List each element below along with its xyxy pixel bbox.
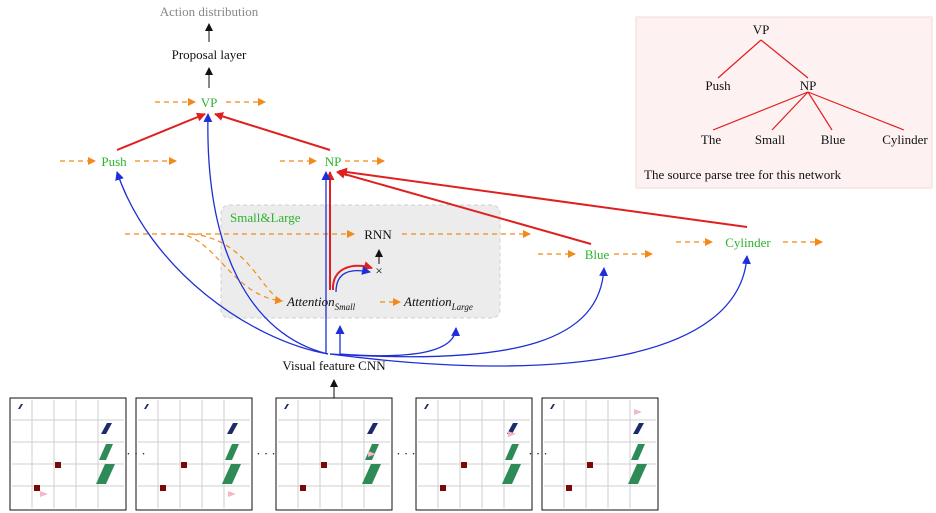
tree-edge-vp-np xyxy=(760,39,809,79)
attention-large-subscript: Large xyxy=(451,302,473,312)
tree-leaf-blue: Blue xyxy=(821,132,846,147)
maroon-cube xyxy=(181,462,187,468)
rnn-label: RNN xyxy=(364,227,392,242)
green-cylinder-large xyxy=(628,464,647,484)
green-cylinder xyxy=(225,444,239,460)
agent-marker xyxy=(228,491,236,497)
tree-edge-np-cylinder xyxy=(807,91,905,131)
maroon-cube xyxy=(55,462,61,468)
tree-edge-np-blue xyxy=(807,91,833,131)
small-large-label: Small&Large xyxy=(230,210,301,225)
green-cylinder-large xyxy=(222,464,241,484)
parse-tree-caption: The source parse tree for this network xyxy=(644,167,842,182)
arrow-cnn-to-attention-large xyxy=(339,327,461,357)
parse-tree-background xyxy=(635,16,933,189)
vp-node-label: VP xyxy=(201,95,218,110)
flow-into-attention-small-a xyxy=(177,233,283,305)
cylinder-node-label: Cylinder xyxy=(725,235,771,250)
maroon-cube-small xyxy=(160,485,166,491)
attention-small-node: AttentionSmall xyxy=(286,294,356,312)
orange-flow-lines xyxy=(60,98,823,306)
tree-leaf-cylinder: Cylinder xyxy=(882,132,928,147)
attention-small-subscript: Small xyxy=(335,302,356,312)
green-cylinder-large xyxy=(96,464,115,484)
tree-root-label: VP xyxy=(753,22,770,37)
grid-frame xyxy=(541,397,659,511)
green-cylinder xyxy=(631,444,645,460)
navy-cylinder xyxy=(633,423,644,434)
grid-frame xyxy=(415,397,533,511)
arrow-blue-to-np xyxy=(336,169,592,245)
arrow-attention-to-multiply-blue xyxy=(335,266,371,293)
arrow-np-to-vp xyxy=(214,112,331,151)
navy-cylinder xyxy=(367,423,378,434)
np-node-label: NP xyxy=(325,154,342,169)
navy-cylinder xyxy=(227,423,238,434)
navy-cylinder xyxy=(101,423,112,434)
agent-marker xyxy=(634,409,642,415)
attention-large-node: AttentionLarge xyxy=(403,294,473,312)
arrow-cnn-to-vp xyxy=(203,113,329,355)
grid-frame xyxy=(275,397,393,511)
navy-cylinder xyxy=(507,423,518,434)
maroon-cube-small xyxy=(440,485,446,491)
ellipsis-3: · · · xyxy=(396,446,416,461)
flow-into-attention-small-b xyxy=(191,233,285,302)
tree-leaf-small: Small xyxy=(755,132,786,147)
ellipsis-1: · · · xyxy=(126,446,146,461)
attention-small-label: Attention xyxy=(286,294,335,309)
grid-frame xyxy=(135,397,253,511)
small-object xyxy=(18,404,23,409)
tree-edge-vp-push xyxy=(717,39,762,79)
small-object xyxy=(284,404,289,409)
maroon-cube xyxy=(461,462,467,468)
push-node-label: Push xyxy=(101,154,127,169)
frame-strip xyxy=(9,397,659,511)
action-distribution-label: Action distribution xyxy=(160,4,259,19)
agent-marker xyxy=(508,431,516,437)
arrow-cylinder-to-np xyxy=(338,167,748,228)
grid-frame xyxy=(9,397,127,511)
attention-module-box xyxy=(220,204,501,319)
maroon-cube xyxy=(587,462,593,468)
maroon-cube-small xyxy=(34,485,40,491)
ellipsis-4: · · · xyxy=(528,446,548,461)
ellipsis-2: · · · xyxy=(256,446,276,461)
tree-np-label: NP xyxy=(800,78,817,93)
small-object xyxy=(144,404,149,409)
attention-large-label: Attention xyxy=(403,294,452,309)
proposal-layer-label: Proposal layer xyxy=(172,47,247,62)
green-cylinder xyxy=(505,444,519,460)
green-cylinder-large xyxy=(502,464,521,484)
tree-leaf-the: The xyxy=(701,132,721,147)
agent-marker xyxy=(368,451,376,457)
green-cylinder-large xyxy=(362,464,381,484)
visual-cnn-label: Visual feature CNN xyxy=(282,358,386,373)
maroon-cube-small xyxy=(566,485,572,491)
arrow-cnn-to-cylinder xyxy=(329,255,751,367)
tree-edge-np-small xyxy=(771,91,809,131)
multiply-symbol: × xyxy=(375,263,382,278)
blue-feature-arrows xyxy=(115,113,751,367)
arrow-cnn-to-blue xyxy=(329,267,609,358)
small-object xyxy=(424,404,429,409)
maroon-cube-small xyxy=(300,485,306,491)
arrow-push-to-vp xyxy=(116,112,206,151)
arrow-cnn-to-push xyxy=(115,171,329,355)
maroon-cube xyxy=(321,462,327,468)
blue-node-label: Blue xyxy=(585,247,610,262)
parse-tree-panel: VP Push NP The Small Blue Cylinder The s… xyxy=(635,16,933,189)
tree-push-label: Push xyxy=(705,78,731,93)
small-object xyxy=(550,404,555,409)
tree-edge-np-the xyxy=(712,91,809,131)
agent-marker xyxy=(40,491,48,497)
green-cylinder xyxy=(99,444,113,460)
